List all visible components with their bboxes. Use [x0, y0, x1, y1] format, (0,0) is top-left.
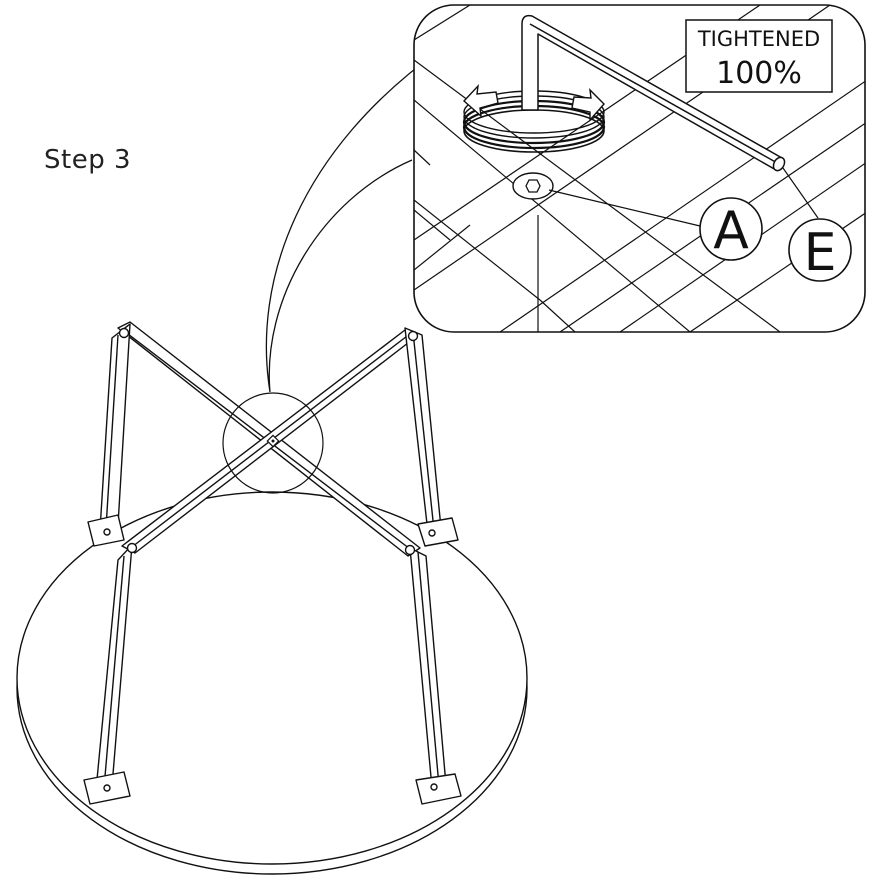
detail-leader: [265, 49, 441, 393]
magnifier-circle: [222, 392, 324, 494]
status-title: TIGHTENED: [697, 27, 820, 51]
tightened-status-box: TIGHTENED 100%: [685, 19, 833, 93]
leg-front-left: [83, 542, 138, 805]
callout-a-label: A: [713, 201, 749, 261]
leg-front-right: [404, 544, 462, 805]
status-value: 100%: [716, 56, 802, 91]
callout-e-label: E: [804, 223, 837, 283]
callout-leader-a: [548, 189, 701, 227]
detail-panel: TIGHTENED 100% A E: [413, 4, 866, 333]
leg-back-right: [404, 327, 459, 547]
step-label: Step 3: [44, 145, 132, 175]
callout-e: E: [788, 218, 852, 283]
frame-legs: [83, 323, 462, 805]
allen-key: [521, 14, 786, 172]
callout-leader-e: [782, 167, 819, 219]
rotation-arrow-icon: [462, 83, 606, 153]
leg-back-left: [87, 323, 131, 547]
callout-a: A: [699, 197, 763, 261]
bolt-head: [512, 172, 554, 200]
table-top: [16, 491, 528, 875]
